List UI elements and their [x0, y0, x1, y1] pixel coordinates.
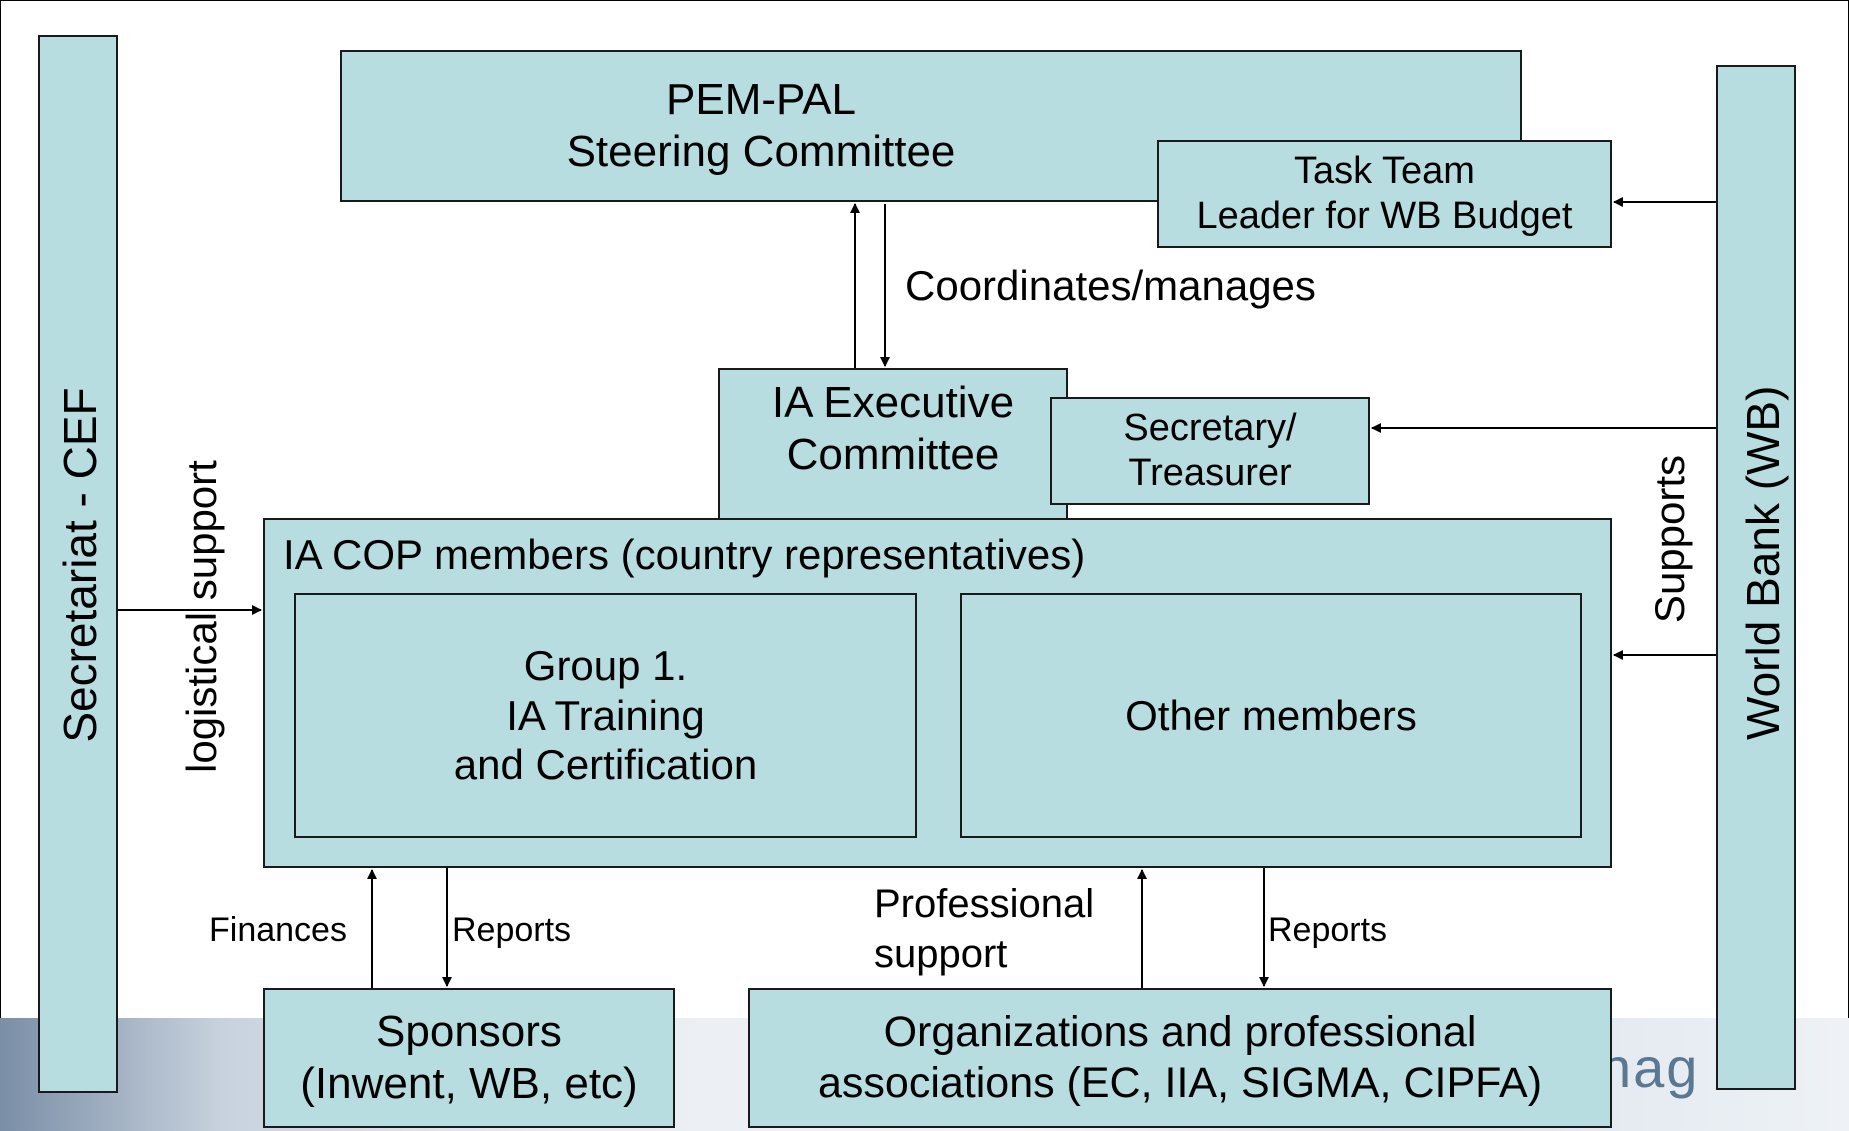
coordinates-manages-label: Coordinates/manages — [905, 262, 1316, 309]
professional-support-label-2: support — [874, 932, 1008, 976]
secretary-line1: Secretary/ — [1123, 407, 1297, 450]
ia-executive-line1: IA Executive — [771, 378, 1015, 428]
steering-committee-line1: PEM-PAL — [666, 75, 856, 125]
group1-box: Group 1. IA Training and Certification — [294, 593, 917, 838]
supports-label: Supports — [1646, 454, 1693, 624]
ia-executive-committee-box: IA Executive Committee — [718, 368, 1068, 520]
ia-cop-title: IA COP members (country representatives) — [283, 531, 1086, 578]
logistical-support-label: logistical support — [178, 460, 225, 773]
reports-left-label: Reports — [452, 911, 572, 949]
task-team-box: Task Team Leader for WB Budget — [1157, 140, 1612, 248]
secretary-treasurer-box: Secretary/ Treasurer — [1050, 397, 1370, 505]
task-team-line2: Leader for WB Budget — [1196, 195, 1573, 237]
world-bank-box — [1716, 65, 1796, 1090]
other-members-label: Other members — [1125, 691, 1417, 739]
group1-line2: IA Training — [506, 691, 705, 739]
other-members-box: Other members — [960, 593, 1582, 838]
secretary-line2: Treasurer — [1128, 452, 1292, 494]
professional-support-label-1: Professional — [874, 882, 1095, 926]
organizations-line2: associations (EC, IIA, SIGMA, CIPFA) — [817, 1059, 1543, 1107]
group1-line1: Group 1. — [523, 642, 688, 690]
task-team-line1: Task Team — [1294, 150, 1475, 193]
sponsors-line2: (Inwent, WB, etc) — [300, 1059, 638, 1108]
secretariat-box — [38, 35, 118, 1093]
reports-right-label: Reports — [1268, 911, 1388, 949]
finances-label: Finances — [209, 911, 347, 949]
sponsors-box: Sponsors (Inwent, WB, etc) — [263, 988, 675, 1128]
organizations-box: Organizations and professional associati… — [748, 988, 1612, 1128]
steering-committee-line2: Steering Committee — [566, 127, 956, 176]
sponsors-line1: Sponsors — [376, 1007, 562, 1057]
ia-executive-line2: Committee — [786, 430, 1000, 479]
organizations-line1: Organizations and professional — [883, 1008, 1477, 1057]
group1-line3: and Certification — [453, 741, 758, 789]
